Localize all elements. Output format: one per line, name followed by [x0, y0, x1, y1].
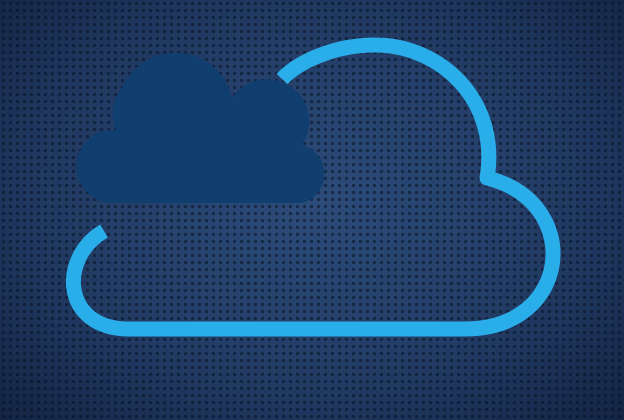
cloud-solid-icon	[76, 52, 325, 203]
cloud-outline-icon	[65, 37, 561, 337]
